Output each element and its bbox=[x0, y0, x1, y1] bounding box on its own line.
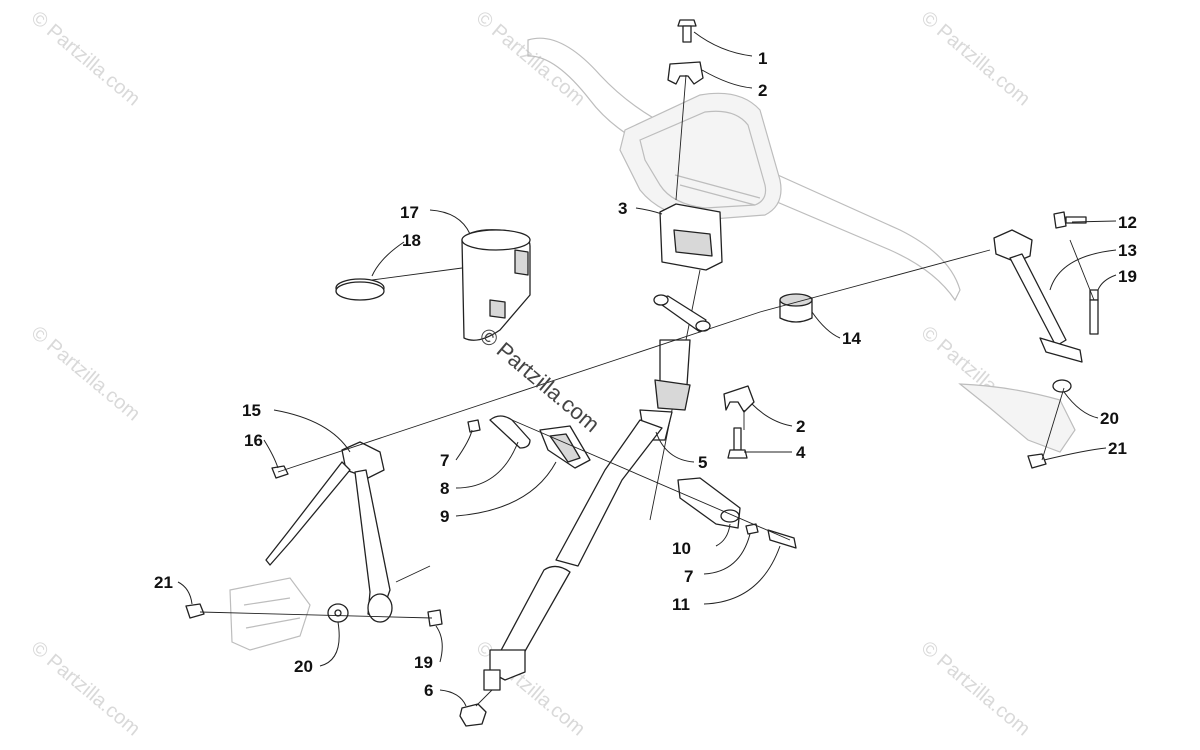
callout-18: 18 bbox=[402, 231, 421, 250]
watermark: © Partzilla.com bbox=[472, 7, 589, 110]
washer-20-right bbox=[1052, 379, 1072, 393]
link-set-7-8-9 bbox=[467, 415, 591, 469]
ghost-bracket-right bbox=[958, 383, 1076, 453]
callout-5: 5 bbox=[698, 453, 707, 472]
callout-1: 1 bbox=[758, 49, 767, 68]
nut-21-left bbox=[185, 603, 205, 619]
ring-18 bbox=[335, 278, 385, 301]
screw-1 bbox=[677, 19, 697, 43]
clamp-2-lower bbox=[723, 385, 755, 413]
watermark: © Partzilla.com bbox=[27, 322, 144, 425]
bolt-6 bbox=[459, 689, 493, 727]
watermark: © Partzilla.com bbox=[27, 7, 144, 110]
callout-20-right: 20 bbox=[1100, 409, 1119, 428]
bushing-14 bbox=[779, 293, 813, 323]
nut-21-right bbox=[1027, 453, 1047, 469]
callout-8: 8 bbox=[440, 479, 449, 498]
watermark: © Partzilla.com bbox=[27, 637, 144, 740]
lever-13 bbox=[993, 229, 1083, 363]
callout-20-left: 20 bbox=[294, 657, 313, 676]
nut-7b bbox=[745, 523, 759, 535]
callout-6: 6 bbox=[424, 681, 433, 700]
sleeve-17 bbox=[461, 229, 531, 341]
callout-10: 10 bbox=[672, 539, 691, 558]
watermark: © Partzilla.com bbox=[917, 637, 1034, 740]
callout-12: 12 bbox=[1118, 213, 1137, 232]
leader-lines bbox=[177, 31, 1117, 707]
callout-19-right: 19 bbox=[1118, 267, 1137, 286]
callout-7-upper: 7 bbox=[440, 451, 449, 470]
handlebar-ghost bbox=[527, 37, 961, 302]
steering-column-5 bbox=[483, 294, 711, 691]
washer-20-left bbox=[327, 603, 349, 623]
callout-17: 17 bbox=[400, 203, 419, 222]
assembly-axes bbox=[199, 239, 1095, 619]
tie-rod-end-10 bbox=[677, 477, 741, 529]
bolt-19-left bbox=[427, 609, 443, 627]
callout-4: 4 bbox=[796, 443, 806, 462]
callout-7-lower: 7 bbox=[684, 567, 693, 586]
bolt-12 bbox=[1053, 211, 1087, 229]
nut-16 bbox=[271, 465, 289, 479]
callout-14: 14 bbox=[842, 329, 861, 348]
callout-16: 16 bbox=[244, 431, 263, 450]
callout-15: 15 bbox=[242, 401, 261, 420]
callout-2-upper: 2 bbox=[758, 81, 767, 100]
callout-3: 3 bbox=[618, 199, 627, 218]
callout-19-left: 19 bbox=[414, 653, 433, 672]
ghost-bracket-left bbox=[229, 577, 311, 651]
callout-11: 11 bbox=[672, 595, 690, 614]
callout-9: 9 bbox=[440, 507, 449, 526]
bolt-4 bbox=[727, 427, 748, 459]
callout-labels: 1 2 3 17 18 12 13 19 14 2 4 5 20 21 15 1… bbox=[154, 49, 1137, 700]
clamp-2-upper bbox=[667, 61, 704, 85]
callout-21-left: 21 bbox=[154, 573, 173, 592]
bolt-11 bbox=[767, 529, 797, 549]
watermark: © Partzilla.com bbox=[917, 7, 1034, 110]
callout-2-lower: 2 bbox=[796, 417, 805, 436]
callout-21-right: 21 bbox=[1108, 439, 1127, 458]
callout-13: 13 bbox=[1118, 241, 1137, 260]
lever-15 bbox=[265, 441, 393, 623]
bolt-19-right bbox=[1089, 289, 1099, 335]
